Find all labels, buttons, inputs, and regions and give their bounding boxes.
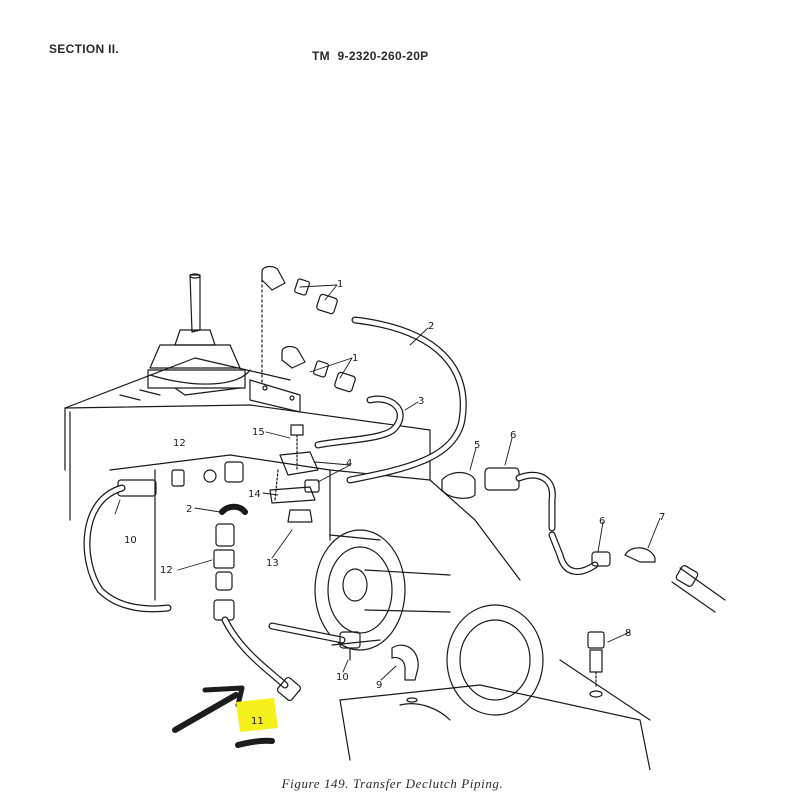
callout-15: 15: [252, 427, 265, 438]
callout-12a: 12: [173, 438, 186, 449]
section-label: SECTION II.: [49, 42, 119, 56]
callout-12b: 12: [160, 565, 173, 576]
callout-14: 14: [248, 489, 261, 500]
tube-3: [314, 395, 404, 449]
tube-2-upper: [346, 316, 467, 484]
callout-6a: 6: [510, 430, 516, 441]
vertical-fitting-stack: [213, 503, 248, 621]
tm-number: TM 9-2320-260-20P: [312, 49, 429, 63]
elbow-9: [391, 644, 419, 703]
tube-10-lower: [268, 622, 361, 661]
callout-2b: 2: [186, 504, 192, 515]
transmission-housing: [64, 357, 521, 601]
annotation-arrow: [172, 685, 275, 748]
callout-11: 11: [251, 716, 264, 727]
tube-11: [221, 616, 302, 702]
leader-lines: [114, 284, 661, 681]
callout-1a: 1: [337, 279, 343, 290]
callout-8: 8: [625, 628, 631, 639]
callout-5: 5: [474, 440, 480, 451]
callout-13: 13: [266, 558, 279, 569]
brake-drum: [314, 529, 651, 770]
callout-2a: 2: [428, 321, 434, 332]
callout-10b: 10: [336, 672, 349, 683]
callout-4: 4: [346, 458, 352, 469]
callout-9: 9: [376, 680, 382, 691]
exploded-view-illustration: 1 1 2 2 3 4 5 6 6 7 8 9 10 10 12 12 13 1…: [64, 265, 726, 770]
callout-7: 7: [659, 512, 665, 523]
upper-fittings: [249, 265, 356, 413]
right-fittings: [441, 467, 726, 613]
callout-6b: 6: [599, 516, 605, 527]
fitting-8: [587, 631, 605, 698]
bolt-and-clamp: [269, 424, 320, 523]
figure-caption: Figure 149. Transfer Declutch Piping.: [281, 776, 504, 791]
callout-1b: 1: [352, 353, 358, 364]
shift-lever: [147, 273, 246, 396]
highlight-mark: [236, 698, 278, 732]
callout-3: 3: [418, 396, 424, 407]
callout-10a: 10: [124, 535, 137, 546]
tube-10-left: [83, 484, 172, 613]
